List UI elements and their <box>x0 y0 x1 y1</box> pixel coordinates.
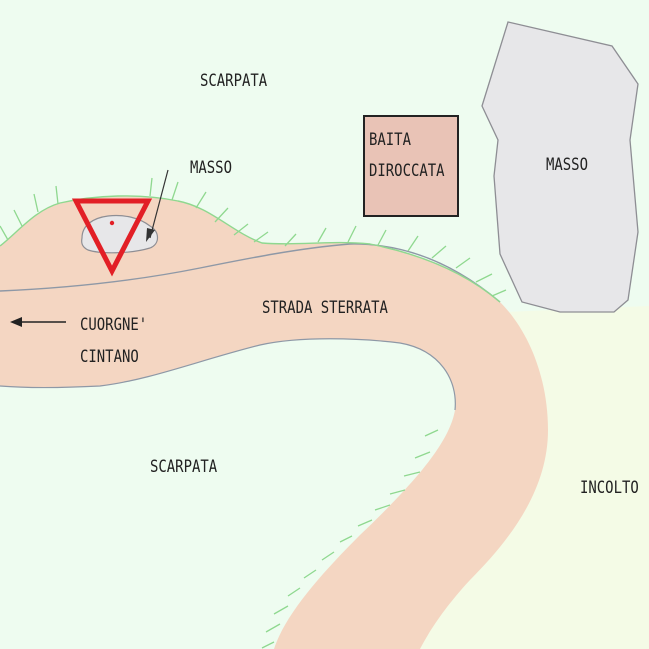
masso-leader-line <box>149 169 169 239</box>
label-strada-sterrata: STRADA STERRATA <box>262 298 388 318</box>
label-incolto: INCOLTO <box>580 478 639 498</box>
label-direction-line1: CUORGNE' <box>80 315 148 335</box>
label-baita-line1: BAITA <box>369 130 411 150</box>
scarpata-hatch <box>0 177 507 649</box>
label-masso-small: MASSO <box>190 158 232 178</box>
warning-triangle-icon <box>71 198 153 277</box>
masso-leader-arrowhead <box>146 228 155 242</box>
label-baita-line2: DIROCCATA <box>369 161 445 181</box>
arrow-left-icon <box>10 317 66 327</box>
road-edge-upper <box>0 243 501 303</box>
label-masso-large: MASSO <box>546 155 588 175</box>
baita-diroccata-building <box>363 115 459 217</box>
label-direction-line2: CINTANO <box>80 347 139 367</box>
label-scarpata-bottom: SCARPATA <box>150 457 218 477</box>
strada-sterrata-road <box>0 195 548 649</box>
label-scarpata-top: SCARPATA <box>200 71 268 91</box>
road-edge-lower <box>0 338 456 411</box>
large-rock <box>481 21 639 313</box>
berm-outline <box>0 195 501 303</box>
